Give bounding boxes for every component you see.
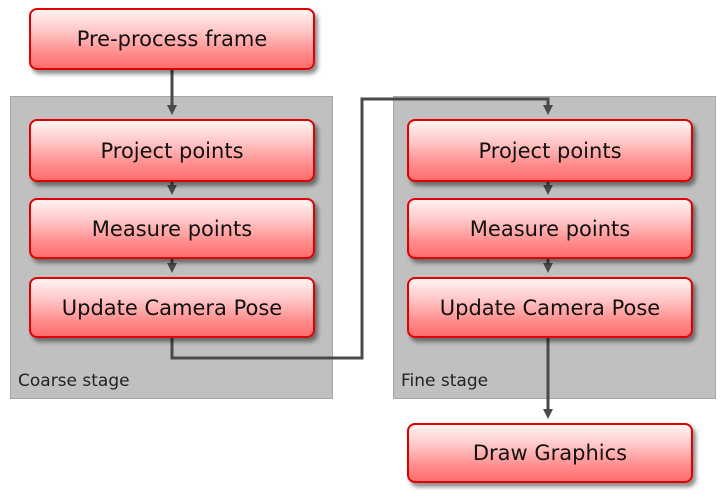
coarse-stage-label: Coarse stage (18, 371, 130, 391)
fine-stage-label: Fine stage (401, 371, 489, 391)
arrow-coarse-update-to-fine-project (170, 97, 553, 360)
fine-update-camera-pose-node: Update Camera Pose (407, 277, 693, 338)
coarse-measure-points-node: Measure points (29, 198, 315, 259)
fine-project-points-node: Project points (407, 119, 693, 182)
preprocess-frame-node: Pre-process frame (29, 8, 315, 70)
coarse-update-camera-pose-node: Update Camera Pose (29, 277, 315, 338)
draw-graphics-node: Draw Graphics (407, 423, 693, 483)
coarse-project-points-node: Project points (29, 119, 315, 182)
fine-measure-points-node: Measure points (407, 198, 693, 259)
